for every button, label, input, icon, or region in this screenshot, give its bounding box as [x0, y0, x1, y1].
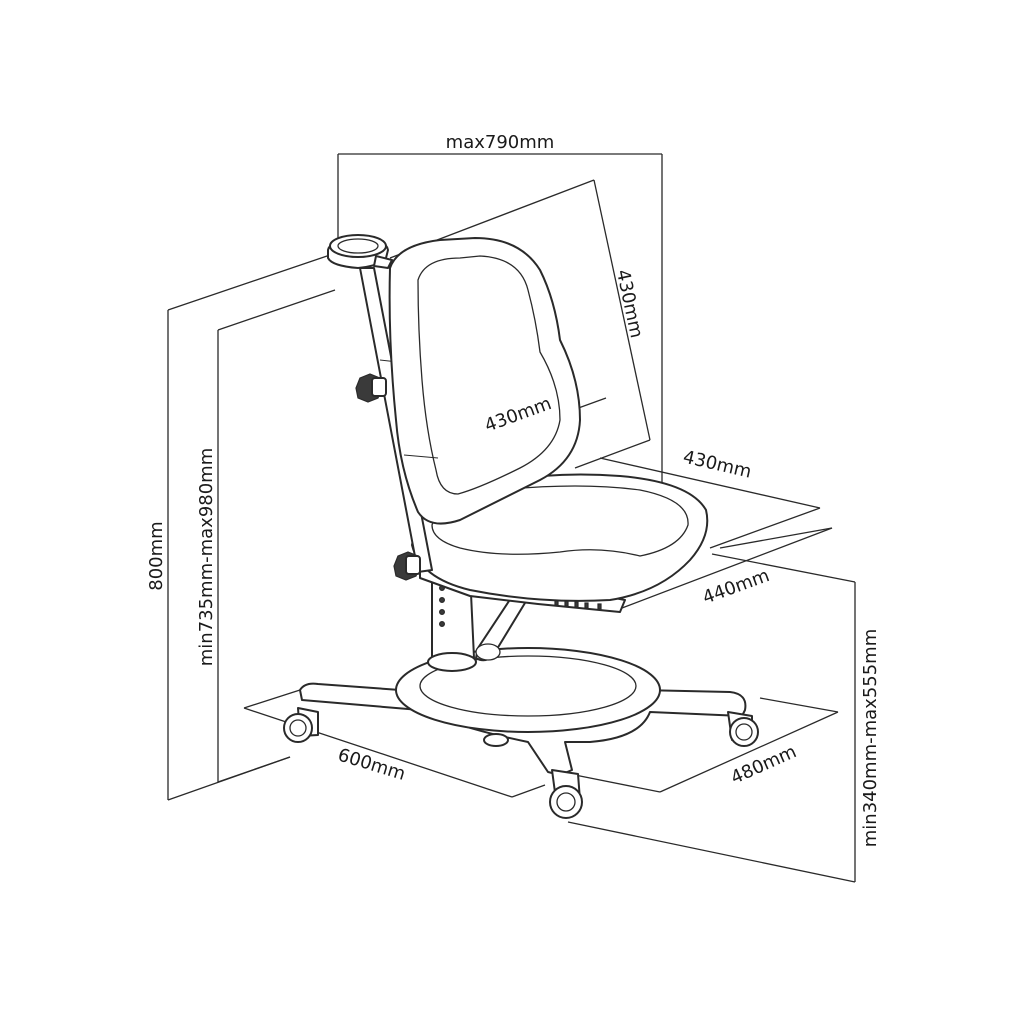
caster-right [727, 711, 759, 747]
footrest-ring-inner [419, 655, 637, 717]
label-seat-width: 430mm [681, 447, 753, 483]
backrest-panel [417, 255, 561, 495]
label-seat-height-range: min340mm-max555mm [860, 629, 881, 848]
label-base-depth: 480mm [728, 741, 800, 788]
label-total-depth: max790mm [446, 132, 555, 153]
label-height-range: min735mm-max980mm [196, 448, 217, 667]
cup-holder [327, 234, 393, 269]
caster-front [549, 769, 583, 819]
caster-left [283, 707, 319, 743]
label-backrest-height: 430mm [612, 268, 647, 340]
mechanism-slots [554, 599, 602, 610]
chair-illustration [283, 234, 759, 819]
label-overall-height: 800mm [146, 521, 167, 590]
label-seat-depth: 440mm [700, 565, 772, 608]
dimension-lines [167, 153, 856, 883]
back-height-knob[interactable] [355, 373, 387, 403]
column-holes [439, 584, 446, 627]
seat-height-knob[interactable] [393, 551, 421, 581]
caster-back [483, 733, 509, 747]
